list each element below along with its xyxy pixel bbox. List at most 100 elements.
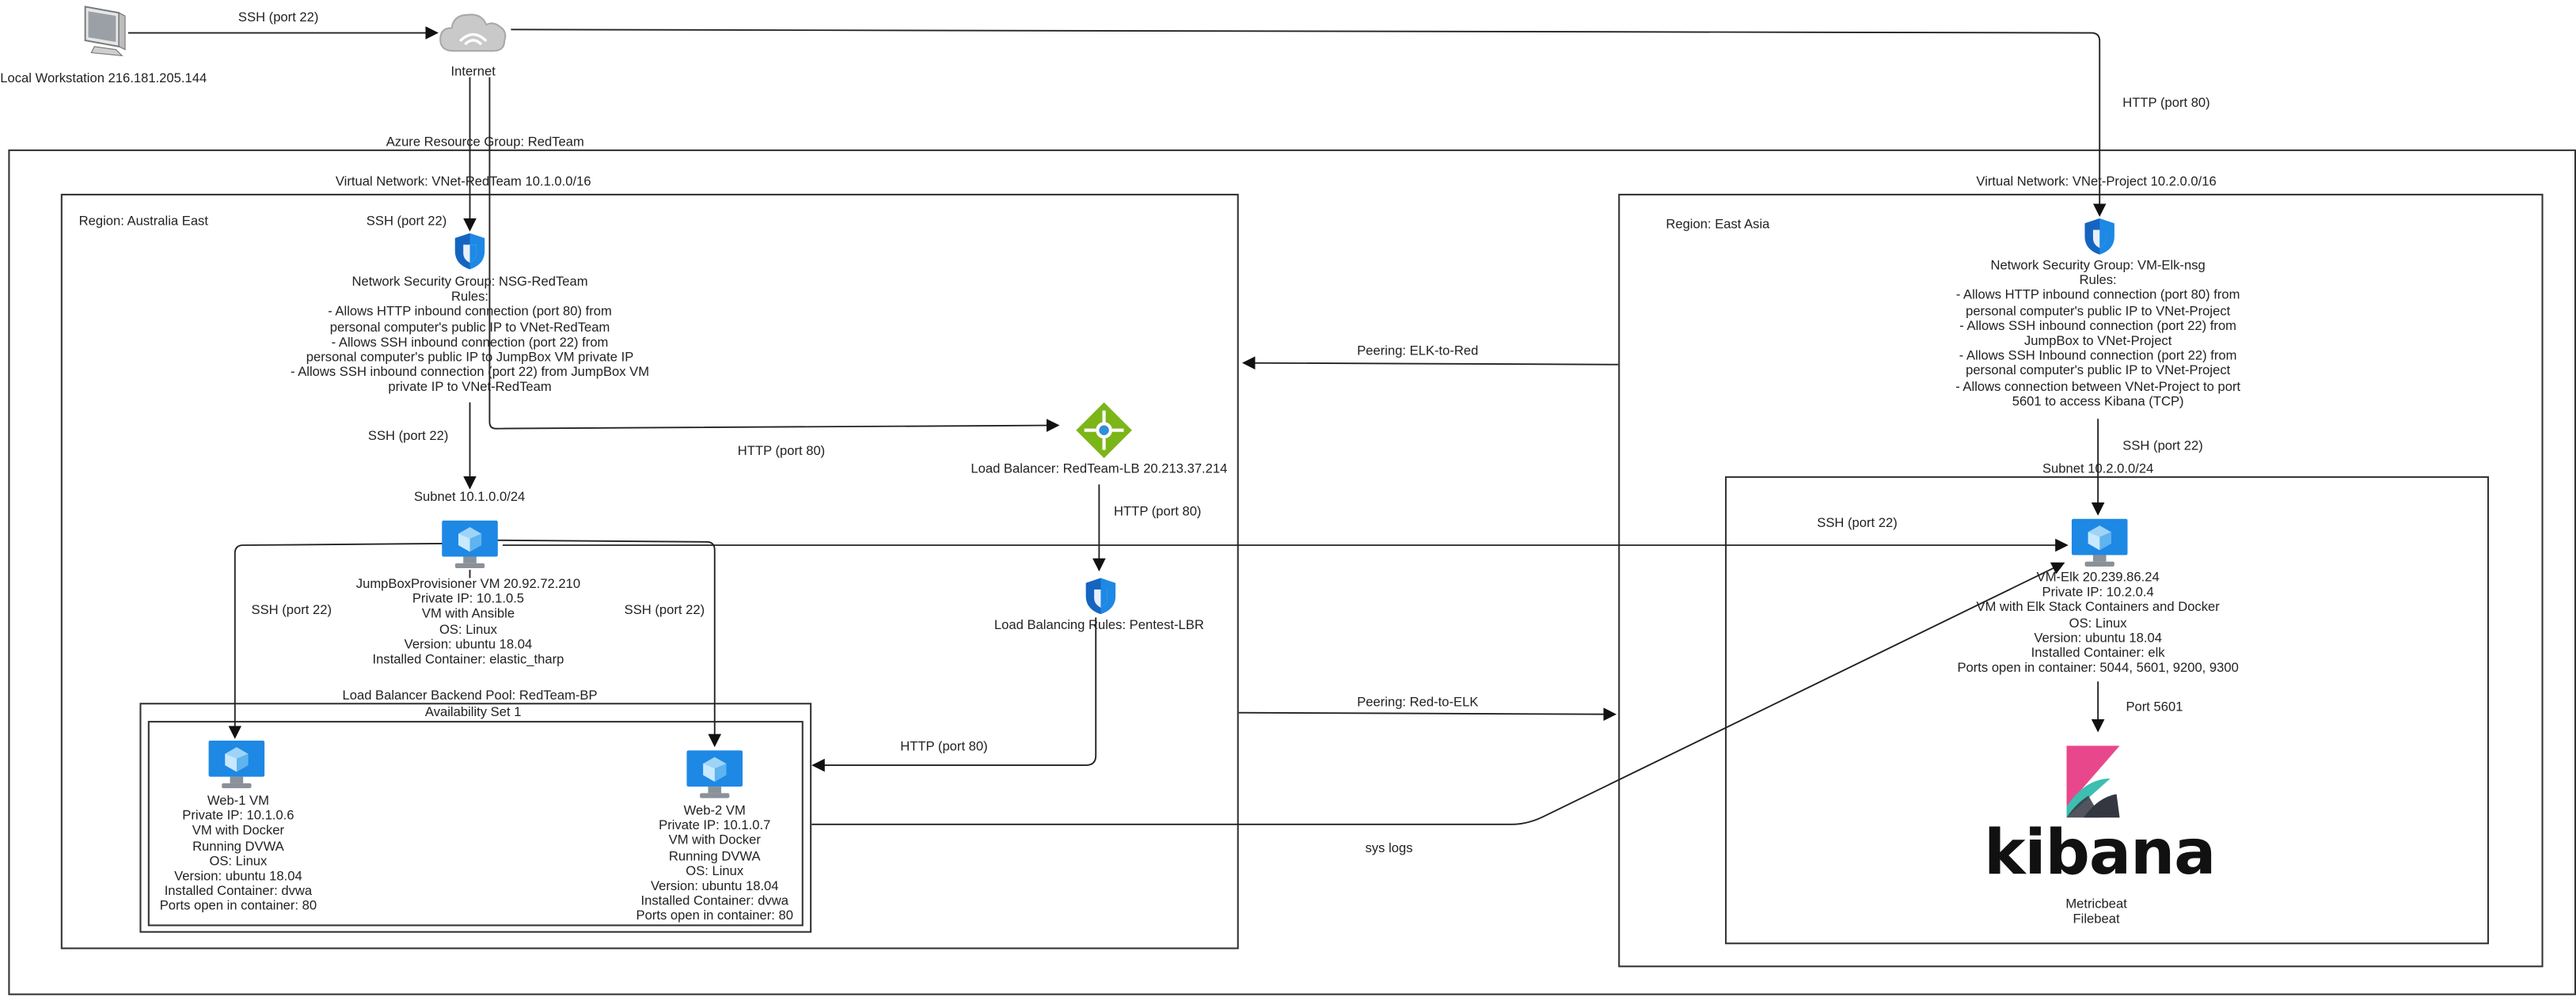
nsg-elk-line: Network Security Group: VM-Elk-nsg — [1990, 257, 2206, 273]
edge-label-ssh-to-nsg: SSH (port 22) — [366, 213, 447, 229]
nsg-elk-text: Network Security Group: VM-Elk-nsg Rules… — [1955, 258, 2240, 409]
kibana-wordmark: kibana — [1984, 816, 2216, 889]
resource-group-label: Azure Resource Group: RedTeam — [386, 135, 584, 150]
edge-internet-elk-nsg — [511, 28, 2107, 217]
web1-line: VM with Docker — [192, 823, 285, 839]
jumpbox-line: Version: ubuntu 18.04 — [404, 636, 533, 652]
web1-line: Installed Container: dvwa — [164, 883, 313, 899]
web1-line: Web-1 VM — [207, 793, 269, 809]
nsg-redteam-line: Network Security Group: NSG-RedTeam — [351, 274, 588, 290]
web2-line: Web-2 VM — [683, 802, 746, 818]
elk-line: Version: ubuntu 18.04 — [2034, 630, 2162, 646]
vnet-project-label: Virtual Network: VNet-Project 10.2.0.0/1… — [1976, 173, 2217, 189]
edge-label-sys-logs: sys logs — [1365, 840, 1413, 856]
workstation-label: Local Workstation 216.181.205.144 — [0, 70, 207, 85]
jumpbox-line: JumpBoxProvisioner VM 20.92.72.210 — [355, 576, 581, 592]
edge-label-peering-red-elk: Peering: Red-to-ELK — [1357, 694, 1479, 710]
edge-internet-lb — [488, 77, 1060, 432]
vnet-redteam-label: Virtual Network: VNet-RedTeam 10.1.0.0/1… — [335, 173, 591, 189]
workstation-monitor-icon — [84, 6, 126, 57]
web1-line: Private IP: 10.1.0.6 — [182, 808, 294, 824]
web2-line: VM with Docker — [668, 833, 761, 848]
lb-rules-shield-icon — [1085, 578, 1116, 615]
load-balancer-icon — [1076, 402, 1132, 459]
edge-label-ssh-to-subnet: SSH (port 22) — [367, 428, 449, 444]
load-balancer-label: Load Balancer: RedTeam-LB 20.213.37.214 — [971, 461, 1228, 476]
vnet-project-box — [1618, 193, 2544, 968]
jumpbox-line: Private IP: 10.1.0.5 — [412, 591, 525, 607]
web1-vm-icon — [208, 740, 265, 789]
web2-line: Ports open in container: 80 — [636, 908, 793, 924]
nsg-redteam-line: personal computer's public IP to JumpBox… — [306, 350, 634, 365]
nsg-redteam-shield-icon — [454, 233, 485, 270]
web2-line: Version: ubuntu 18.04 — [650, 878, 779, 893]
jumpbox-line: VM with Ansible — [421, 606, 515, 622]
backend-pool-box — [139, 703, 812, 933]
nsg-elk-shield-icon — [2084, 218, 2114, 255]
edge-label-port-5601: Port 5601 — [2126, 699, 2183, 715]
web2-line: OS: Linux — [686, 863, 744, 878]
edge-label-http-internet-elk: HTTP (port 80) — [2122, 95, 2210, 111]
nsg-redteam-text: Network Security Group: NSG-RedTeam Rule… — [291, 275, 649, 396]
nsg-elk-line: 5601 to access Kibana (TCP) — [2012, 393, 2184, 409]
subnet-project-label: Subnet 10.2.0.0/24 — [2042, 461, 2154, 476]
edge-peering-red-elk — [1238, 707, 1617, 721]
web1-text: Web-1 VM Private IP: 10.1.0.6 VM with Do… — [160, 793, 317, 914]
jumpbox-line: Installed Container: elastic_tharp — [372, 651, 564, 667]
edge-syslogs — [811, 562, 2065, 825]
nsg-elk-line: - Allows SSH inbound connection (port 22… — [1959, 318, 2237, 333]
nsg-elk-line: Rules: — [2079, 272, 2117, 288]
nsg-redteam-line: - Allows SSH inbound connection (port 22… — [290, 365, 650, 380]
elk-line: Installed Container: elk — [2031, 645, 2165, 661]
edge-rules-backend — [811, 617, 1097, 772]
region-redteam-label: Region: Australia East — [78, 213, 208, 229]
web2-line: Installed Container: dvwa — [640, 893, 788, 909]
edge-peering-elk-red — [1241, 356, 1619, 370]
lb-rules-label: Load Balancing Rules: Pentest-LBR — [994, 617, 1204, 632]
edge-label-ssh-web2: SSH (port 22) — [624, 602, 705, 618]
edge-label-peering-elk-red: Peering: ELK-to-Red — [1357, 343, 1479, 358]
nsg-elk-line: - Allows HTTP inbound connection (port 8… — [1955, 288, 2240, 303]
edge-label-http-backend: HTTP (port 80) — [900, 738, 988, 754]
subnet-project-box — [1725, 476, 2490, 945]
edge-jumpbox-web2 — [496, 539, 722, 748]
kibana-logo-icon — [2066, 745, 2120, 818]
backend-pool-label: Load Balancer Backend Pool: RedTeam-BP — [342, 688, 598, 703]
filebeat-label: Filebeat — [2073, 912, 2120, 927]
nsg-elk-line: personal computer's public IP to VNet-Pr… — [1966, 303, 2231, 318]
kibana-beats: Metricbeat Filebeat — [2065, 897, 2127, 927]
jumpbox-vm-icon — [442, 520, 498, 569]
web1-line: Ports open in container: 80 — [159, 899, 317, 914]
web1-line: Running DVWA — [192, 838, 284, 854]
elk-line: Ports open in container: 5044, 5601, 920… — [1957, 660, 2239, 676]
elk-vm-icon — [2071, 518, 2128, 567]
edge-label-http-to-lb: HTTP (port 80) — [737, 443, 826, 459]
cloud-icon — [439, 13, 507, 52]
nsg-elk-line: JumpBox to VNet-Project — [2023, 333, 2172, 348]
elk-line: OS: Linux — [2069, 615, 2127, 631]
jumpbox-line: OS: Linux — [439, 621, 497, 637]
edge-label-ssh-web1: SSH (port 22) — [251, 602, 332, 618]
web1-line: Version: ubuntu 18.04 — [174, 868, 302, 884]
web2-line: Running DVWA — [668, 848, 761, 863]
edge-label-http-lb-rules: HTTP (port 80) — [1114, 504, 1202, 519]
nsg-elk-line: personal computer's public IP to VNet-Pr… — [1966, 363, 2231, 379]
resource-group-box — [8, 149, 2576, 995]
metricbeat-label: Metricbeat — [2065, 897, 2127, 912]
region-project-label: Region: East Asia — [1666, 216, 1770, 232]
nsg-redteam-line: personal computer's public IP to VNet-Re… — [329, 319, 610, 335]
web1-line: OS: Linux — [209, 853, 268, 869]
edge-label-ssh-workstation: SSH (port 22) — [237, 9, 319, 25]
elk-line: VM with Elk Stack Containers and Docker — [1976, 600, 2220, 616]
jumpbox-text: JumpBoxProvisioner VM 20.92.72.210 Priva… — [356, 576, 580, 667]
nsg-redteam-line: private IP to VNet-RedTeam — [388, 380, 552, 395]
nsg-elk-line: - Allows SSH Inbound connection (port 22… — [1959, 348, 2237, 364]
edge-label-ssh-jumpbox-elk: SSH (port 22) — [1817, 515, 1898, 531]
nsg-redteam-line: - Allows HTTP inbound connection (port 8… — [328, 304, 612, 320]
edge-label-ssh-elk-subnet: SSH (port 22) — [2122, 438, 2203, 453]
vnet-redteam-box — [60, 193, 1239, 950]
nsg-redteam-line: Rules: — [450, 289, 489, 305]
edge-jumpbox-web1 — [228, 542, 444, 739]
